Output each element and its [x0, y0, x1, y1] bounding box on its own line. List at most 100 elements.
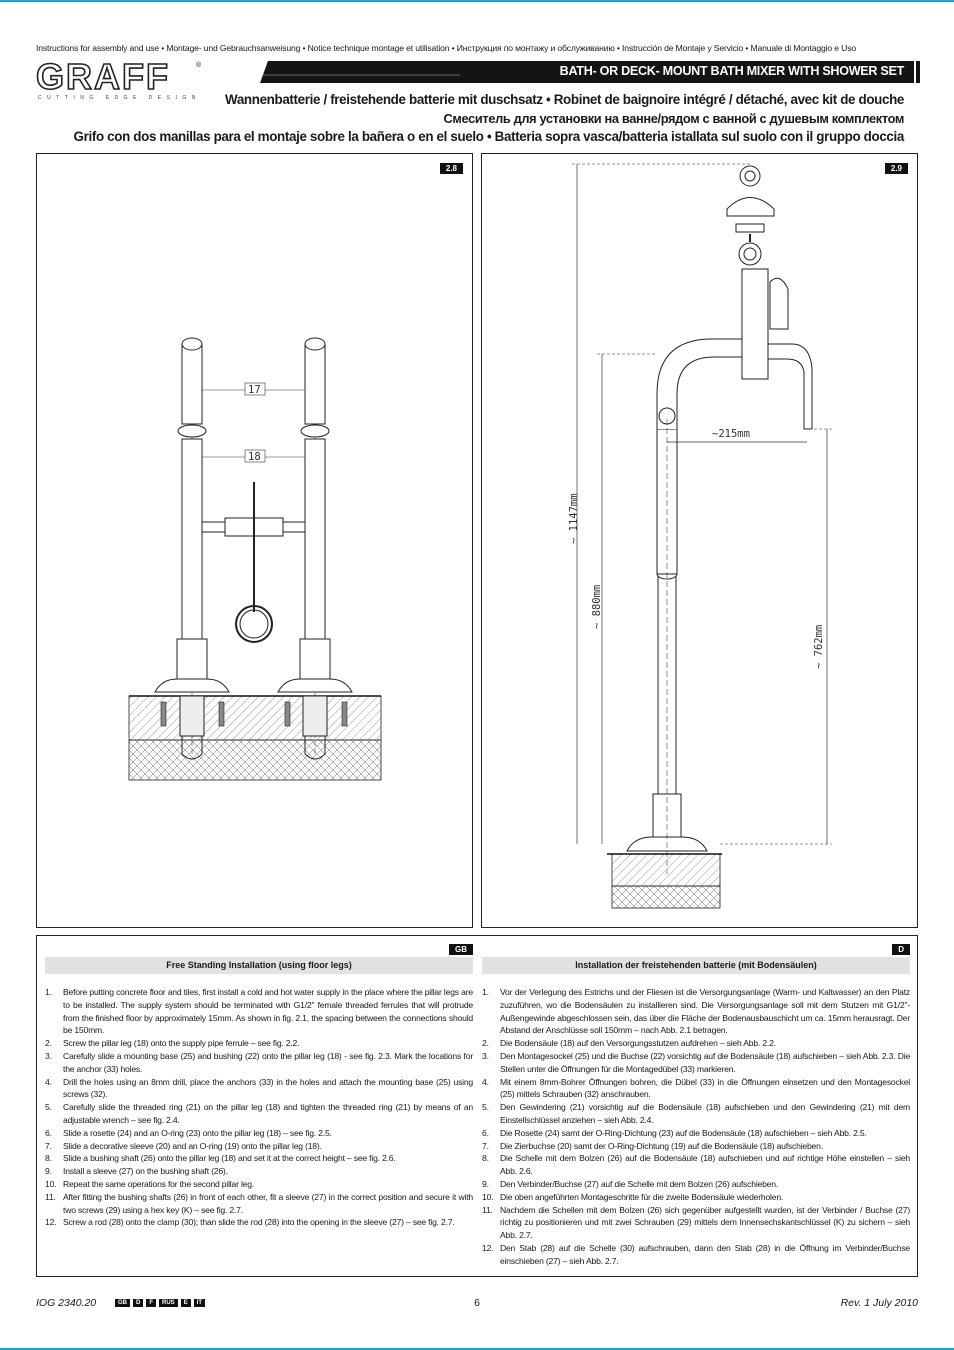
step-item: 2. Die Bodensäule (18) auf den Versorgung…: [482, 1037, 910, 1050]
step-text: Slide a bushing shaft (26) onto the pill…: [63, 1153, 396, 1164]
figure-tag: 2.8: [439, 163, 463, 174]
footer-lang-badge: GB: [115, 1299, 130, 1307]
step-text: Den Verbinder/Buchse (27) auf die Schell…: [500, 1178, 779, 1189]
callout-18: 18: [248, 451, 261, 463]
step-list-d: 1. Vor der Verlegung des Estrichs und der…: [482, 986, 910, 1268]
step-number: 3.: [482, 1050, 489, 1061]
languages-line: Instructions for assembly and use • Mont…: [36, 43, 856, 53]
step-item: 12. Den Stab (28) auf die Schelle (30) au…: [482, 1242, 910, 1268]
bottom-edge-line: [0, 1348, 954, 1350]
figure-tag: 2.9: [884, 163, 908, 174]
step-list-gb: 1. Before putting concrete floor and tile…: [45, 986, 473, 1229]
step-text: Repeat the same operations for the secon…: [63, 1178, 254, 1189]
revision: Rev. 1 July 2010: [840, 1297, 918, 1309]
step-text: Die Rosette (24) samt der O-Ring-Dichtun…: [500, 1127, 867, 1138]
callout-17: 17: [248, 384, 261, 396]
step-number: 9.: [482, 1178, 489, 1189]
title-de-fr: Wannenbatterie / freistehende batterie m…: [225, 92, 904, 107]
step-number: 1.: [482, 987, 489, 997]
step-item: 5.Carefully slide the threaded ring (21)…: [45, 1101, 473, 1127]
step-item: 6. Die Rosette (24) samt der O-Ring-Dicht…: [482, 1127, 910, 1140]
step-number: 1.: [45, 987, 52, 997]
step-text: Die Schelle mit dem Bolzen (26) auf die …: [500, 1153, 910, 1177]
title-ru: Смеситель для установки на ванне/рядом с…: [443, 111, 905, 126]
section-title-d: Installation der freistehenden batterie …: [482, 957, 910, 974]
step-text: Carefully slide the threaded ring (21) o…: [63, 1102, 473, 1125]
step-text: Die oben angeführten Montageschritte für…: [500, 1191, 784, 1202]
step-item: 3. Carefully slide a mounting base (25) a…: [45, 1050, 473, 1076]
step-item: 11. After fitting the bushing shafts (26)…: [45, 1191, 473, 1217]
step-text: Mit einem 8mm-Bohrer Öffnungen bohren, d…: [500, 1076, 910, 1100]
svg-text:GRAFF: GRAFF: [36, 61, 170, 97]
step-item: 7.Die Zierbuchse (20) samt der O-Ring-Di…: [482, 1140, 910, 1153]
step-item: 10. Die oben angeführten Montageschritte …: [482, 1191, 910, 1204]
step-number: 10.: [482, 1191, 494, 1202]
step-text: Den Stab (28) auf die Schelle (30) aufsc…: [500, 1242, 910, 1266]
page-number: 6: [474, 1297, 480, 1309]
step-text: Drill the holes using an 8mm drill, plac…: [63, 1076, 473, 1100]
footer-lang-badge: F: [146, 1299, 157, 1307]
step-text: Die Bodensäule (18) auf den Versorgungss…: [500, 1038, 776, 1049]
step-text: Nachdem die Schellen mit dem Bolzen (26)…: [500, 1204, 910, 1241]
step-number: 6.: [45, 1127, 52, 1138]
step-text: Die Zierbuchse (20) samt der O-Ring-Dich…: [500, 1140, 823, 1151]
step-number: 12.: [45, 1217, 57, 1228]
step-item: 3. Den Montagesockel (25) und die Buchse …: [482, 1050, 910, 1076]
step-number: 4.: [482, 1076, 489, 1087]
footer-lang-badge: RUS: [159, 1299, 178, 1307]
step-item: 11. Nachdem die Schellen mit dem Bolzen (…: [482, 1204, 910, 1242]
step-text: Vor der Verlegung des Estrichs und der F…: [500, 987, 910, 1036]
instructions-gb: GB Free Standing Installation (using flo…: [45, 944, 473, 1229]
step-item: 4. Drill the holes using an 8mm drill, pl…: [45, 1076, 473, 1102]
pillar-legs-drawing: 17 18: [128, 337, 382, 781]
step-text: After fitting the bushing shafts (26) in…: [63, 1191, 473, 1215]
step-text: Slide a rosette (24) and an O-ring (23) …: [63, 1127, 332, 1138]
step-item: 5.Den Gewindering (21) vorsichtig auf di…: [482, 1101, 910, 1127]
title-banner: [260, 61, 920, 83]
step-text: Before putting concrete floor and tiles,…: [63, 987, 473, 1036]
step-item: 1. Before putting concrete floor and tile…: [45, 986, 473, 1037]
step-number: 11.: [482, 1204, 493, 1215]
step-item: 7. Slide a decorative sleeve (20) and an …: [45, 1140, 473, 1153]
step-number: 12.: [482, 1242, 494, 1253]
step-number: 5.: [482, 1102, 489, 1113]
bath-mixer-drawing: ~ 1147mm ~ 880mm ~ 762mm ~215mm: [568, 163, 832, 909]
step-number: 10.: [45, 1178, 57, 1189]
step-text: Den Montagesockel (25) und die Buchse (2…: [500, 1050, 910, 1074]
instructions-d: D Installation der freistehenden batteri…: [482, 944, 910, 1268]
lang-badge-d: D: [892, 944, 910, 955]
step-item: 10. Repeat the same operations for the se…: [45, 1178, 473, 1191]
svg-text:CUTTING EDGE DESIGN: CUTTING EDGE DESIGN: [38, 95, 201, 101]
step-number: 3.: [45, 1050, 52, 1061]
step-text: Screw a rod (28) onto the clamp (30); th…: [63, 1217, 455, 1228]
section-title-gb: Free Standing Installation (using floor …: [45, 957, 473, 974]
step-number: 8.: [482, 1153, 489, 1164]
step-item: 2.Screw the pillar leg (18) onto the sup…: [45, 1037, 473, 1050]
svg-text:®: ®: [196, 61, 202, 69]
figure-2-8-panel: 2.8: [36, 153, 473, 928]
step-number: 7.: [45, 1140, 52, 1151]
lang-badge-gb: GB: [449, 944, 473, 955]
step-item: 9. Den Verbinder/Buchse (27) auf die Sche…: [482, 1178, 910, 1191]
brand-logo: GRAFF ® CUTTING EDGE DESIGN: [35, 55, 211, 101]
figure-2-9-panel: 2.9: [481, 153, 918, 928]
step-text: Slide a decorative sleeve (20) and an O-…: [63, 1140, 322, 1151]
banner-title: BATH- OR DECK- MOUNT BATH MIXER WITH SHO…: [559, 64, 905, 78]
top-edge-line: [0, 0, 954, 2]
step-item: 9.Install a sleeve (27) on the bushing s…: [45, 1165, 473, 1178]
step-number: 6.: [482, 1127, 489, 1138]
step-number: 4.: [45, 1076, 52, 1087]
footer-lang-badge: D: [133, 1299, 144, 1307]
step-number: 8.: [45, 1153, 52, 1164]
step-text: Install a sleeve (27) on the bushing sha…: [63, 1166, 228, 1177]
footer-lang-badge: E: [180, 1299, 191, 1307]
dimension-880mm: ~ 880mm: [591, 585, 603, 629]
dimension-762mm: ~ 762mm: [813, 625, 825, 669]
footer-lang-badge: IT: [193, 1299, 206, 1307]
step-text: Carefully slide a mounting base (25) and…: [63, 1050, 473, 1074]
title-es-it: Grifo con dos manillas para el montaje s…: [73, 129, 905, 144]
step-item: 12. Screw a rod (28) onto the clamp (30);…: [45, 1216, 473, 1229]
step-number: 11.: [45, 1191, 56, 1202]
step-number: 2.: [482, 1038, 489, 1049]
step-item: 1. Vor der Verlegung des Estrichs und der…: [482, 986, 910, 1037]
